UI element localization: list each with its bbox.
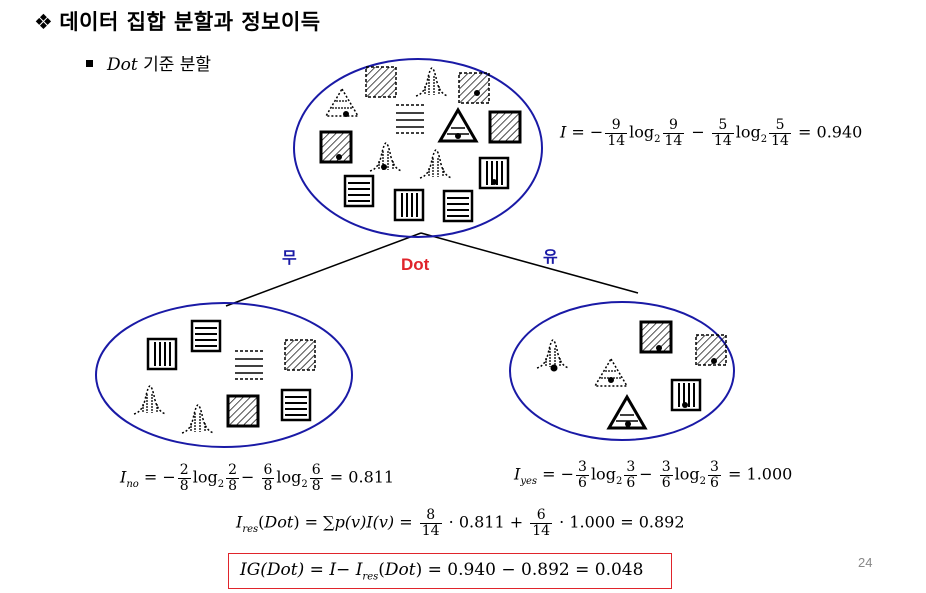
item-dot bbox=[682, 402, 688, 408]
item-horizontal-square bbox=[280, 388, 312, 422]
slide-title: ❖데이터 집합 분할과 정보이득 bbox=[34, 6, 321, 36]
root-ellipse bbox=[293, 58, 543, 238]
item-bell bbox=[415, 67, 449, 97]
yes-ellipse bbox=[509, 301, 735, 441]
branch-line-right bbox=[420, 232, 639, 294]
slide-title-text: 데이터 집합 분할과 정보이득 bbox=[59, 10, 321, 34]
item-dot bbox=[491, 179, 497, 185]
left-branch-label: 무 bbox=[282, 250, 297, 267]
item-dot bbox=[625, 421, 631, 427]
yes-items bbox=[536, 320, 727, 430]
item-bell-dot bbox=[536, 339, 570, 369]
item-vertical-square bbox=[393, 188, 425, 222]
item-horizontal-square bbox=[442, 189, 474, 223]
item-hatched-square-dot bbox=[639, 320, 673, 354]
item-dot bbox=[656, 345, 662, 351]
item-dot bbox=[381, 164, 387, 170]
item-dot bbox=[336, 154, 342, 160]
item-dot bbox=[711, 358, 717, 364]
item-dashed-lined-square bbox=[395, 104, 425, 134]
item-dotted-triangle-dot bbox=[325, 88, 359, 117]
square-bullet-icon bbox=[86, 59, 93, 67]
info-gain-equation: IG(Dot) = I− Ires(Dot) = 0.940 − 0.892 =… bbox=[240, 560, 644, 583]
item-dashed-hatched-square-dot bbox=[458, 72, 490, 104]
subtitle-var: Dot bbox=[107, 55, 138, 75]
item-dashed-lined-square bbox=[234, 350, 264, 380]
no-ellipse bbox=[95, 302, 353, 448]
item-hatched-square-dot bbox=[319, 130, 353, 164]
item-horizontal-square bbox=[190, 319, 222, 353]
item-horizontal-square bbox=[343, 174, 375, 208]
right-branch-label: 유 bbox=[543, 249, 558, 266]
branch-line-left bbox=[225, 232, 422, 307]
page-number: 24 bbox=[858, 555, 873, 570]
item-dashed-hatched-square-dot bbox=[695, 334, 727, 366]
diamond-bullet-icon: ❖ bbox=[34, 10, 54, 34]
item-dashed-hatched-square bbox=[365, 66, 397, 98]
item-dot bbox=[608, 377, 614, 383]
item-dot bbox=[474, 90, 480, 96]
item-vertical-square bbox=[146, 337, 178, 371]
split-label: Dot bbox=[401, 255, 430, 274]
item-dot bbox=[455, 133, 461, 139]
item-hatched-square bbox=[226, 394, 260, 428]
item-dashed-hatched-square bbox=[284, 339, 316, 371]
subtitle: Dot 기준 분할 bbox=[86, 50, 211, 75]
subtitle-text: 기준 분할 bbox=[137, 55, 212, 75]
item-bell bbox=[133, 385, 167, 415]
item-bell bbox=[181, 404, 215, 434]
info-gain-box bbox=[228, 553, 672, 589]
item-bell bbox=[419, 149, 453, 179]
item-hatched-square bbox=[488, 110, 522, 144]
item-dot bbox=[550, 364, 558, 372]
root-items bbox=[319, 66, 522, 223]
no-items bbox=[133, 319, 316, 434]
item-dot bbox=[343, 111, 349, 117]
